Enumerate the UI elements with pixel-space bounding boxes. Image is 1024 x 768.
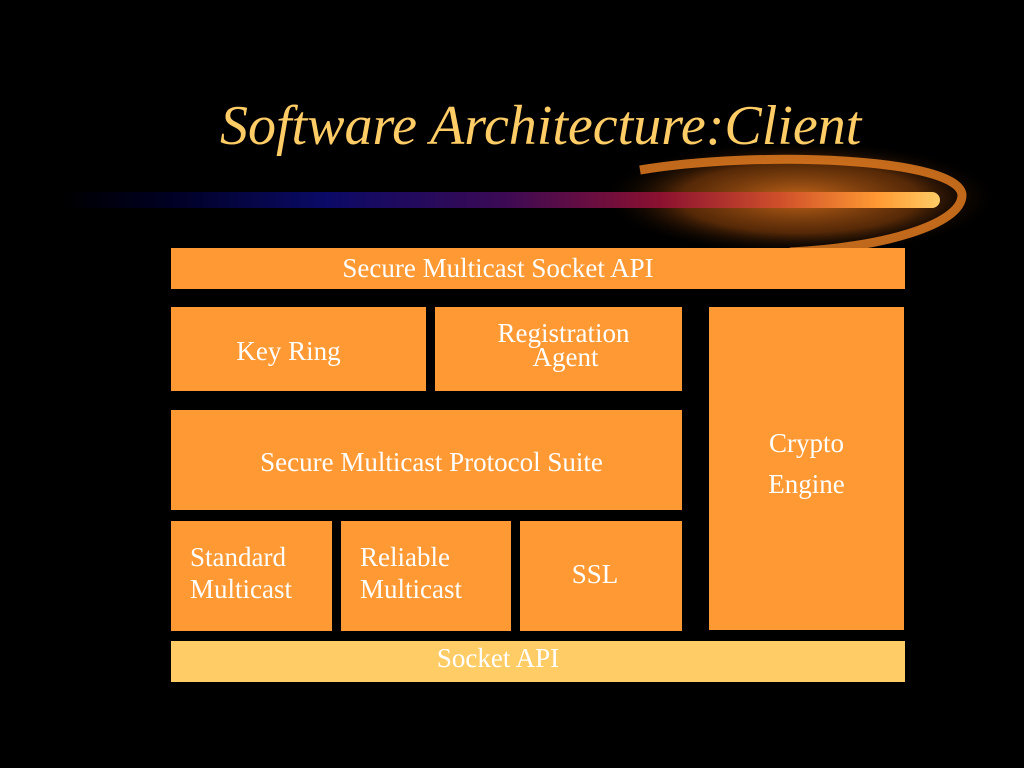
ssl-label: SSL — [571, 559, 619, 589]
slide-title: Software Architecture:Client — [220, 95, 862, 157]
standard-multicast-line2: Multicast — [190, 574, 292, 605]
swoosh-bar — [60, 192, 940, 208]
reliable-multicast-label: Reliable Multicast — [360, 541, 462, 606]
socket-api-label: Socket API — [436, 643, 560, 673]
reliable-multicast-line2: Multicast — [360, 574, 462, 605]
key-ring-label: Key Ring — [236, 335, 341, 366]
decorative-swoosh — [60, 140, 1000, 257]
registration-agent-box: Registration Agent — [435, 307, 682, 391]
registration-agent-line1: Registration — [497, 318, 630, 348]
standard-multicast-label: Standard Multicast — [190, 541, 292, 606]
crypto-engine-line1: Crypto — [768, 428, 844, 458]
socket-api-box: Socket API — [171, 641, 905, 682]
secure-multicast-socket-api-label: Secure Multicast Socket API — [342, 253, 654, 283]
standard-multicast-line1: Standard — [190, 542, 286, 572]
reliable-multicast-line1: Reliable — [360, 542, 450, 572]
secure-multicast-socket-api-box: Secure Multicast Socket API — [171, 248, 905, 289]
standard-multicast-box: Standard Multicast — [171, 521, 332, 631]
registration-agent-label: Registration Agent — [435, 319, 682, 371]
protocol-suite-label: Secure Multicast Protocol Suite — [260, 446, 603, 477]
crypto-engine-box: Crypto Engine — [709, 307, 904, 630]
crypto-engine-label: Crypto Engine — [709, 423, 904, 504]
ssl-box: SSL — [520, 521, 682, 631]
swoosh-arc — [639, 154, 967, 257]
registration-agent-line2: Agent — [532, 342, 599, 373]
crypto-engine-line2: Engine — [768, 468, 845, 499]
key-ring-box: Key Ring — [171, 307, 426, 391]
protocol-suite-box: Secure Multicast Protocol Suite — [171, 410, 682, 510]
reliable-multicast-box: Reliable Multicast — [341, 521, 511, 631]
